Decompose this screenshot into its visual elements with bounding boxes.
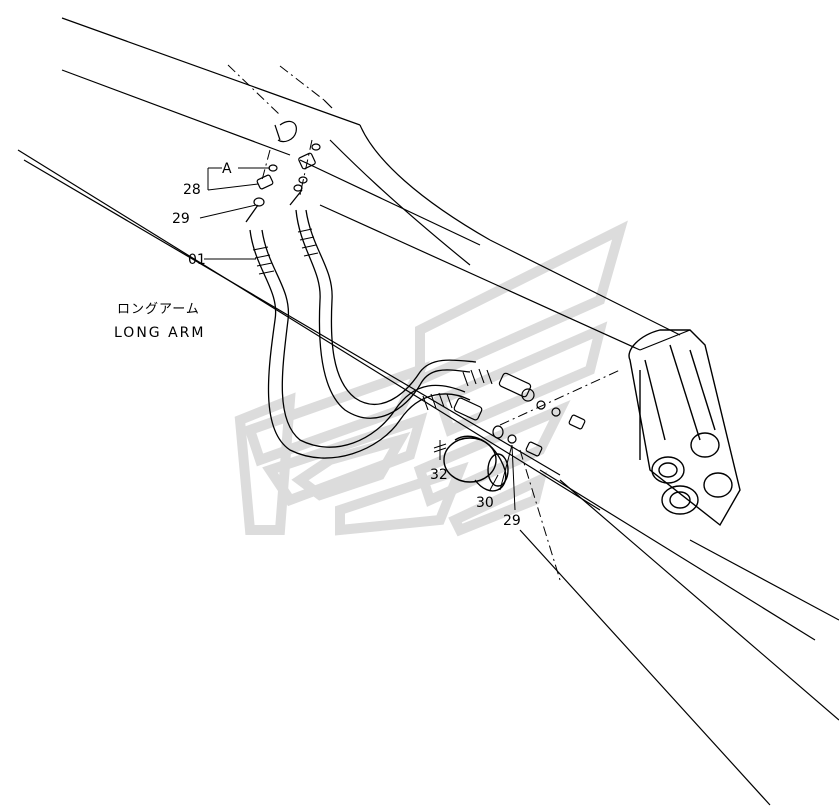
arm-label-en: LONG ARM — [114, 325, 205, 341]
right-fittings — [453, 372, 586, 457]
watermark-logo — [234, 220, 628, 537]
arm-label-jp: ロングアーム — [117, 302, 200, 317]
hose-crimps — [252, 228, 493, 411]
callout-a: A — [222, 161, 232, 177]
callout-29-top: 29 — [172, 211, 190, 227]
callout-32: 32 — [430, 467, 448, 483]
bushing-lower — [661, 472, 733, 515]
callout-29-bottom: 29 — [503, 513, 521, 529]
arm-bracket — [628, 329, 741, 527]
callout-leaders — [199, 167, 516, 511]
top-fittings — [253, 143, 321, 207]
callout-01: 01 — [188, 252, 206, 268]
callout-30: 30 — [476, 495, 494, 511]
hydraulic-hoses — [245, 189, 477, 459]
bushing-upper — [651, 432, 720, 484]
callout-28: 28 — [183, 182, 201, 198]
long-arm-body — [17, 17, 839, 806]
top-connector-elbow — [274, 99, 333, 143]
